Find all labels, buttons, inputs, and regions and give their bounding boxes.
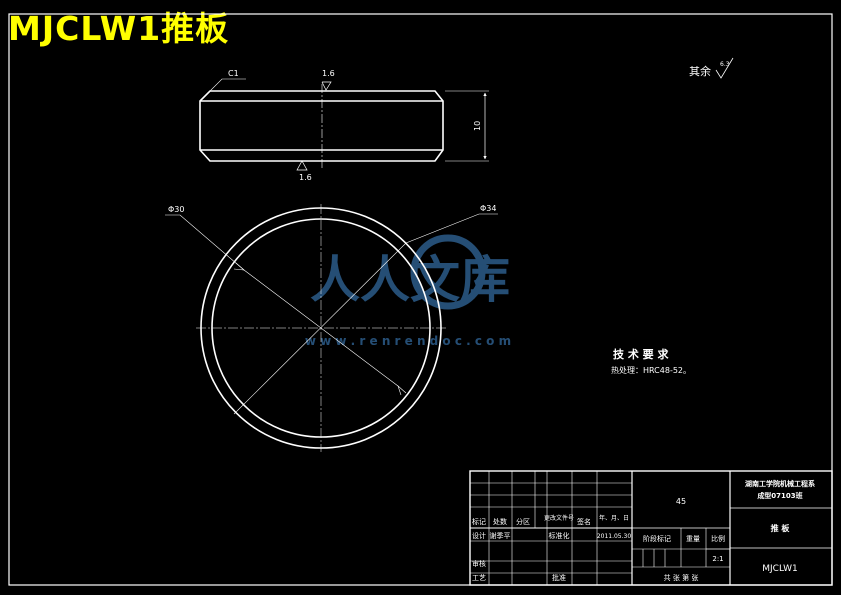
roughness-bottom-icon xyxy=(296,160,308,171)
technical-requirements: 技 术 要 求 热处理：HRC48-52。 xyxy=(611,347,691,375)
roughness-bottom-label: 1.6 xyxy=(299,173,312,182)
title-block xyxy=(469,470,833,586)
chamfer-label: C1 xyxy=(228,69,239,78)
drawing-number-label: MJCLW1 xyxy=(762,564,798,574)
process-label: 工艺 xyxy=(472,574,486,582)
design-date: 2011.05.30 xyxy=(597,533,632,540)
design-label: 设计 xyxy=(472,531,486,540)
default-roughness-value: 6.3 xyxy=(720,61,730,68)
row-header-count: 处数 xyxy=(493,517,507,526)
inner-diameter-label: Φ30 xyxy=(168,205,184,214)
row-header-mark: 标记 xyxy=(472,517,486,526)
class-label: 成型07103班 xyxy=(757,491,802,500)
roughness-top-label: 1.6 xyxy=(322,69,335,78)
row-header-change-doc: 更改文件号 xyxy=(544,514,574,522)
outer-diameter-label: Φ34 xyxy=(480,204,496,213)
school-label: 湖南工学院机械工程系 xyxy=(745,479,815,488)
row-header-zone: 分区 xyxy=(516,517,530,526)
default-roughness-note: 其余 6.3 xyxy=(689,57,734,79)
row-header-date: 年、月、日 xyxy=(599,514,629,522)
default-roughness-label: 其余 xyxy=(689,64,711,78)
sheet-text: 共 张 第 张 xyxy=(664,573,699,582)
watermark-text: 人人文库 xyxy=(310,251,510,309)
roughness-symbol-icon xyxy=(715,57,734,79)
review-label: 审核 xyxy=(472,559,486,568)
title-block-text: 45 湖南工学院机械工程系 成型07103班 推 板 MJCLW1 阶段标记 重… xyxy=(472,479,815,582)
watermark: 人人文库 w w w . r e n r e n d o c . c o m xyxy=(305,234,511,348)
approve-label: 批准 xyxy=(552,573,566,582)
roughness-top-icon xyxy=(321,81,332,91)
thickness-dimension: 10 xyxy=(473,121,482,131)
watermark-url: w w w . r e n r e n d o c . c o m xyxy=(305,334,511,348)
weight-label: 重量 xyxy=(686,535,700,543)
scale-label: 比例 xyxy=(711,534,725,543)
page-title: MJCLW1推板 xyxy=(8,9,230,48)
row-header-sign: 签名 xyxy=(577,517,591,526)
drawing-frame xyxy=(8,13,833,586)
standard-label: 标准化 xyxy=(549,531,570,540)
tech-req-heading: 技 术 要 求 xyxy=(613,347,669,361)
stage-label: 阶段标记 xyxy=(643,534,671,543)
top-view: Φ30 Φ34 xyxy=(165,204,498,452)
part-name-label: 推 板 xyxy=(771,523,791,533)
material-label: 45 xyxy=(676,497,686,506)
tech-req-line1: 热处理：HRC48-52。 xyxy=(611,365,691,375)
designer-name: 谢季平 xyxy=(490,531,511,540)
scale-value: 2:1 xyxy=(712,555,723,563)
side-view: C1 1.6 1.6 10 xyxy=(199,69,489,182)
